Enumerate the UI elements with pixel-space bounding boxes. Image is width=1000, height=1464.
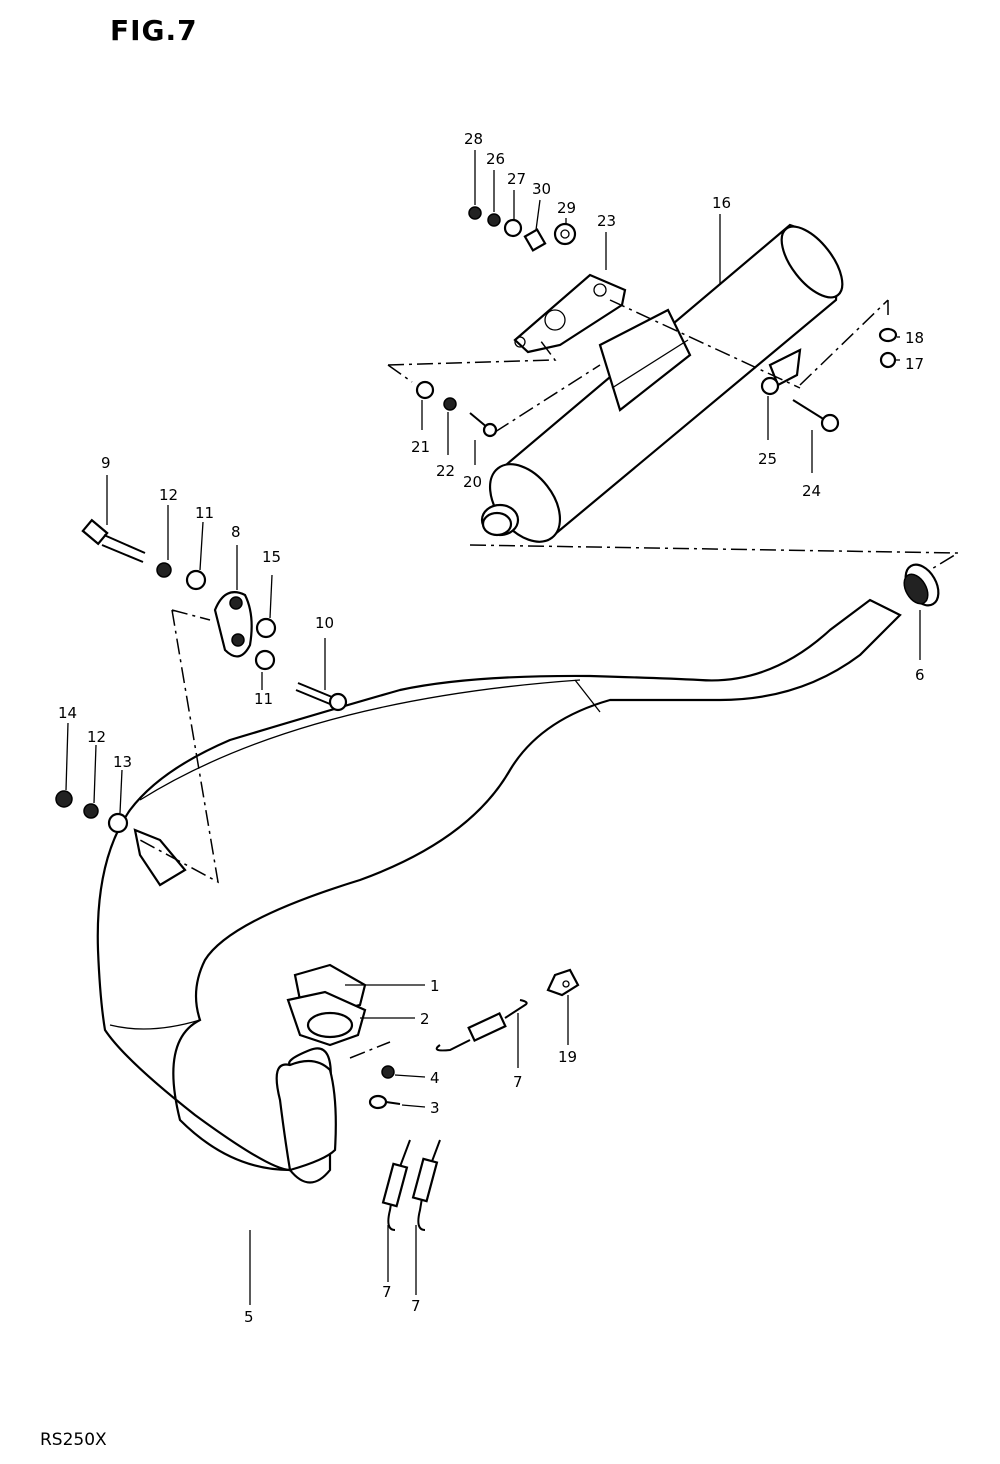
collar-part-30[interactable] — [523, 228, 547, 252]
bolt-part-9[interactable] — [81, 518, 146, 563]
washer-part-4[interactable] — [381, 1065, 395, 1079]
nut-part-17[interactable] — [879, 351, 897, 369]
label-21: 21 — [411, 438, 430, 456]
label-6: 6 — [915, 666, 925, 684]
joint-part-6[interactable] — [899, 559, 945, 611]
label-2: 2 — [420, 1010, 430, 1028]
washer-part-18[interactable] — [878, 327, 898, 343]
assembly-line-bracket — [387, 339, 557, 366]
part-labels: 1 2 3 4 5 6 7 7 7 8 9 10 11 11 12 12 13 … — [58, 130, 925, 1326]
label-22: 22 — [436, 462, 455, 480]
label-9: 9 — [101, 454, 111, 472]
assembly-line-front-mount — [139, 609, 219, 884]
washer-part-22[interactable] — [443, 397, 457, 411]
washer-part-15[interactable] — [255, 617, 277, 639]
washer-part-11-upper[interactable] — [185, 569, 207, 591]
label-7a: 7 — [513, 1073, 523, 1091]
nut-part-12-upper[interactable] — [156, 562, 172, 578]
spring-part-7-left[interactable] — [381, 1139, 411, 1231]
label-24: 24 — [802, 482, 821, 500]
bolt-part-20[interactable] — [469, 412, 498, 438]
washer-part-26[interactable] — [487, 213, 501, 227]
washer-part-11-lower[interactable] — [254, 649, 276, 671]
grommet-part-29[interactable] — [553, 222, 577, 246]
assembly-line-muffler — [469, 544, 961, 571]
label-1: 1 — [430, 977, 440, 995]
label-4: 4 — [430, 1069, 440, 1087]
damper-part-8[interactable] — [213, 591, 253, 658]
label-16: 16 — [712, 194, 731, 212]
label-26: 26 — [486, 150, 505, 168]
leader-lines — [65, 150, 921, 1305]
assembly-line-flange — [349, 1041, 391, 1059]
label-14: 14 — [58, 704, 77, 722]
label-11b: 11 — [254, 690, 273, 708]
label-7b: 7 — [382, 1283, 392, 1301]
model-code: RS250X — [40, 1430, 107, 1450]
label-5: 5 — [244, 1308, 254, 1326]
label-28: 28 — [464, 130, 483, 148]
bolt-part-3[interactable] — [368, 1094, 401, 1110]
muffler-part-16[interactable] — [476, 217, 854, 555]
label-8: 8 — [231, 523, 241, 541]
nut-part-12-lower[interactable] — [83, 803, 99, 819]
washer-part-13[interactable] — [107, 812, 129, 834]
label-29: 29 — [557, 199, 576, 217]
label-18: 18 — [905, 329, 924, 347]
label-3: 3 — [430, 1099, 440, 1117]
assembly-line-rear-mount — [799, 299, 889, 386]
figure-title: FIG.7 — [110, 14, 198, 47]
label-7c: 7 — [411, 1297, 421, 1315]
nut-part-28[interactable] — [468, 206, 482, 220]
label-12b: 12 — [87, 728, 106, 746]
bolt-part-10[interactable] — [295, 682, 348, 712]
washer-part-27[interactable] — [503, 218, 523, 238]
washer-part-21[interactable] — [415, 380, 435, 400]
gasket-part-2[interactable] — [286, 990, 367, 1047]
hook-part-19[interactable] — [546, 968, 580, 997]
label-10: 10 — [315, 614, 334, 632]
label-11a: 11 — [195, 504, 214, 522]
label-30: 30 — [532, 180, 551, 198]
nut-part-14[interactable] — [55, 790, 73, 808]
label-27: 27 — [507, 170, 526, 188]
assembly-line-bracket-2 — [387, 299, 801, 433]
label-12a: 12 — [159, 486, 178, 504]
label-19: 19 — [558, 1048, 577, 1066]
spring-part-7-right[interactable] — [411, 1139, 441, 1231]
bolt-part-24[interactable] — [792, 399, 840, 433]
label-25: 25 — [758, 450, 777, 468]
label-17: 17 — [905, 355, 924, 373]
spring-part-7-upper[interactable] — [435, 999, 528, 1052]
label-13: 13 — [113, 753, 132, 771]
label-15: 15 — [262, 548, 281, 566]
label-20: 20 — [463, 473, 482, 491]
label-23: 23 — [597, 212, 616, 230]
expansion-chamber-part-5[interactable] — [96, 598, 902, 1184]
washer-part-25[interactable] — [760, 376, 780, 396]
